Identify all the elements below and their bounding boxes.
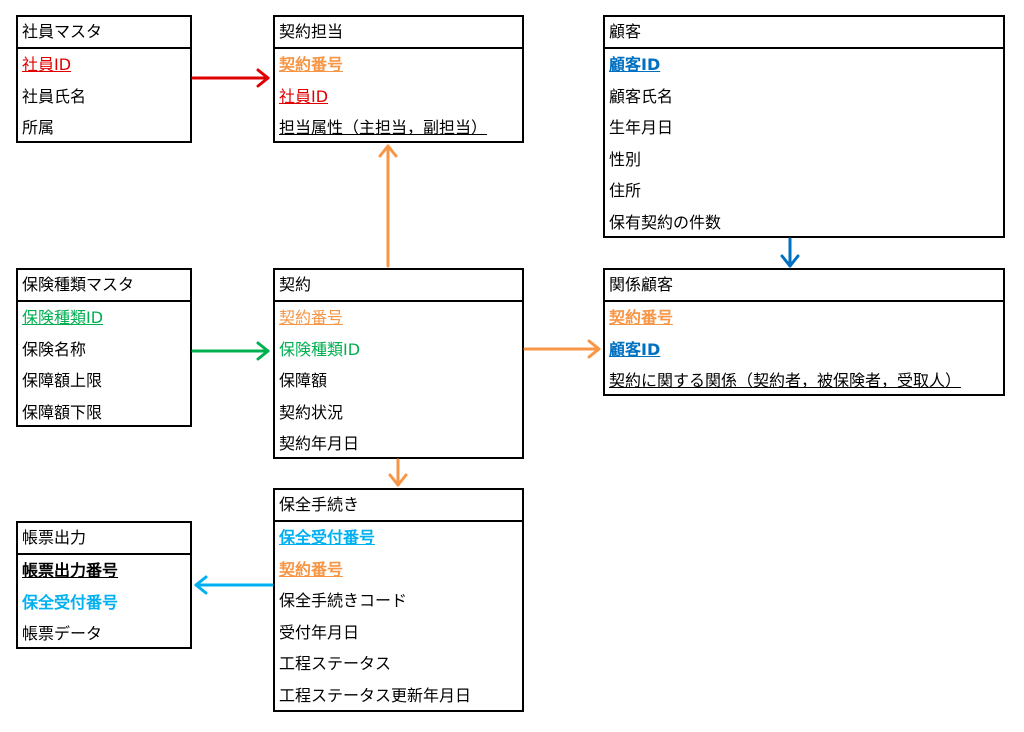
field-insurance-type-id: 保険種類ID [279, 339, 361, 359]
field-customer-name: 顧客氏名 [609, 86, 674, 106]
field-contract-number: 契約番号 [279, 559, 344, 579]
field-coverage-min: 保障額下限 [22, 402, 103, 422]
field-insurance-type-id: 保険種類ID [22, 308, 104, 327]
field-contract-number: 契約番号 [279, 55, 344, 74]
field-gender: 性別 [609, 149, 642, 169]
arrow-head [780, 254, 800, 268]
field-customer-id: 顧客ID [609, 339, 661, 359]
field-procedure-code: 保全手続きコード [279, 591, 408, 610]
arrow-contract-to-related-customer [523, 339, 601, 359]
entity-insurance-type-master: 保険種類マスタ 保険種類ID 保険名称 保障額上限 保障額下限 [16, 268, 192, 427]
arrow-contract-to-maintenance [388, 458, 408, 487]
field-staff-role: 担当属性（主担当，副担当） [279, 118, 488, 137]
field-contract-date: 契約年月日 [279, 434, 360, 453]
field-insurance-name: 保険名称 [22, 339, 87, 359]
arrow-employee-to-contract-staff [191, 68, 270, 88]
arrow-contract-to-contract-staff [378, 144, 398, 268]
entity-title: 帳票出力 [18, 523, 190, 555]
field-form-output-number: 帳票出力番号 [22, 561, 119, 580]
arrow-head [194, 575, 208, 595]
field-contract-status: 契約状況 [279, 402, 344, 422]
field-contract-number: 契約番号 [279, 308, 344, 327]
entity-title: 保険種類マスタ [18, 270, 190, 302]
field-process-status: 工程ステータス [279, 654, 392, 673]
entity-contract-staff: 契約担当 契約番号 社員ID 担当属性（主担当，副担当） [273, 15, 524, 143]
field-employee-name: 社員氏名 [22, 86, 87, 106]
entity-customer: 顧客 顧客ID 顧客氏名 生年月日 性別 住所 保有契約の件数 [603, 15, 1005, 238]
entity-title: 契約担当 [275, 17, 522, 49]
field-department: 所属 [22, 118, 55, 137]
field-receipt-date: 受付年月日 [279, 622, 360, 642]
field-address: 住所 [609, 181, 642, 200]
entity-title: 顧客 [605, 17, 1003, 49]
arrow-head [378, 144, 398, 158]
arrow-head [388, 473, 408, 487]
entity-employee-master: 社員マスタ 社員ID 社員氏名 所属 [16, 15, 192, 143]
field-maintenance-receipt-number: 保全受付番号 [279, 528, 376, 547]
entity-title: 社員マスタ [18, 17, 190, 49]
field-employee-id: 社員ID [279, 86, 329, 106]
field-birth-date: 生年月日 [609, 118, 674, 137]
field-maintenance-receipt-number: 保全受付番号 [22, 592, 119, 612]
arrow-customer-to-related-customer [780, 237, 800, 268]
entity-related-customer: 関係顧客 契約番号 顧客ID 契約に関する関係（契約者，被保険者，受取人） [603, 268, 1005, 396]
entity-maintenance-procedure: 保全手続き 保全受付番号 契約番号 保全手続きコード 受付年月日 工程ステータス… [273, 488, 524, 712]
entity-form-output: 帳票出力 帳票出力番号 保全受付番号 帳票データ [16, 521, 192, 649]
field-status-update-date: 工程ステータス更新年月日 [279, 685, 472, 705]
field-coverage-max: 保障額上限 [22, 371, 103, 390]
field-relationship: 契約に関する関係（契約者，被保険者，受取人） [609, 371, 962, 390]
arrow-maintenance-to-form-output [194, 575, 274, 595]
field-employee-id: 社員ID [22, 55, 72, 74]
field-form-data: 帳票データ [22, 624, 103, 643]
arrow-head [256, 68, 270, 88]
arrow-head [587, 339, 601, 359]
arrow-insurance-type-to-contract [191, 341, 270, 361]
field-coverage-amount: 保障額 [279, 371, 328, 390]
entity-title: 保全手続き [275, 490, 522, 522]
field-contract-number: 契約番号 [609, 308, 674, 327]
entity-title: 契約 [275, 270, 522, 302]
field-customer-id: 顧客ID [609, 55, 661, 74]
entity-title: 関係顧客 [605, 270, 1003, 302]
entity-contract: 契約 契約番号 保険種類ID 保障額 契約状況 契約年月日 [273, 268, 524, 459]
arrow-head [256, 341, 270, 361]
field-contract-count: 保有契約の件数 [609, 212, 722, 232]
